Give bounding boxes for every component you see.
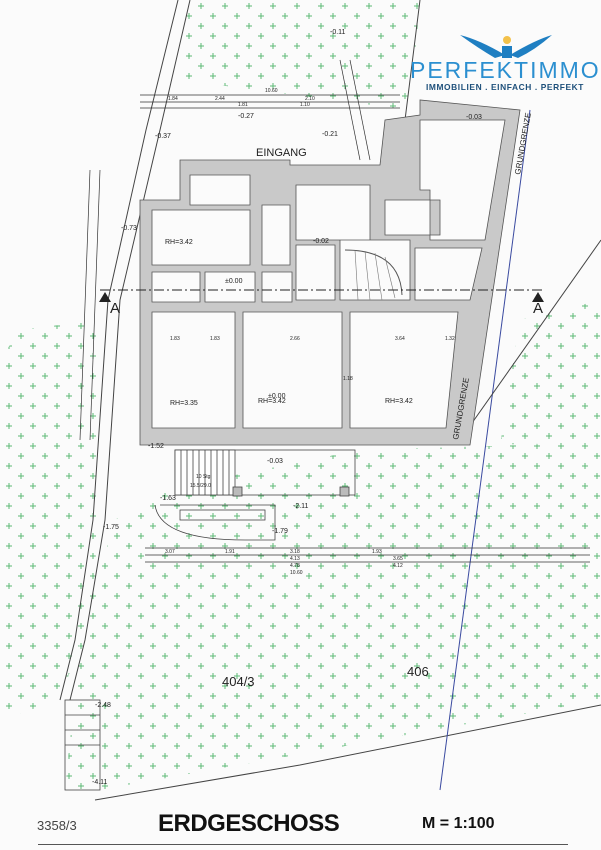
parcel-label: 404/3	[222, 674, 255, 689]
dimension-text: 10.60	[290, 570, 303, 576]
dimension-text: 3.18	[290, 549, 300, 555]
building	[139, 99, 521, 446]
room-height: RH=3.35	[170, 400, 198, 407]
level-marker: ±0.00	[225, 278, 243, 285]
dimension-text: 4.12	[393, 563, 403, 569]
logo-name: PERFEKTIMMO	[410, 57, 601, 83]
dimension-text: 1.18	[343, 376, 353, 382]
dimension-text: 1.10	[300, 102, 310, 108]
plan-title: ERDGESCHOSS	[158, 810, 340, 837]
room-height: RH=3.42	[258, 398, 286, 405]
level-marker: -0.21	[322, 131, 338, 138]
dimension-text: 1.83	[210, 336, 220, 342]
dimension-text: 2.66	[290, 336, 300, 342]
parcel-label: 406	[407, 664, 429, 679]
dimension-texts: 10.60 1.84 2.44 2.10 1.81 1.10 3.07 1.91…	[165, 88, 455, 576]
garden-main	[65, 440, 601, 790]
room-height: RH=3.42	[165, 239, 193, 246]
dimension-text: 3.07	[165, 549, 175, 555]
dimension-text: 4.13	[290, 556, 300, 562]
section-marker-left: A	[110, 300, 120, 317]
dimension-text: 1.91	[225, 549, 235, 555]
stairs-ratio: 15.5/29.0	[190, 483, 211, 489]
dimension-text: 2.10	[305, 96, 315, 102]
level-marker: -1.52	[148, 443, 164, 450]
dimension-lines-top	[140, 59, 400, 161]
dimension-text: 1.32	[445, 336, 455, 342]
dimension-lines-bottom	[79, 169, 590, 563]
logo-wings-icon	[460, 35, 552, 58]
room-height: RH=3.42	[385, 398, 413, 405]
level-marker: -0.73	[121, 225, 137, 232]
section-line: A A	[99, 289, 545, 317]
dimension-text: 3.65	[393, 556, 403, 562]
terrace	[64, 449, 356, 791]
dimension-text: 2.44	[215, 96, 225, 102]
brand-logo: PERFEKTIMMO IMMOBILIEN . EINFACH . PERFE…	[410, 28, 600, 92]
level-marker: -0.37	[155, 133, 171, 140]
garden-right	[500, 300, 601, 445]
entrance-label: EINGANG	[256, 147, 307, 159]
level-marker: -1.79	[272, 528, 288, 535]
level-marker: -1.75	[103, 524, 119, 531]
dimension-text: 3.64	[395, 336, 405, 342]
dimension-text: 1.93	[372, 549, 382, 555]
dimension-text: 1.81	[238, 102, 248, 108]
dimension-text: 4.78	[290, 563, 300, 569]
plan-scale: M = 1:100	[422, 815, 495, 832]
level-marker: -1.63	[160, 495, 176, 502]
level-marker: ±0.00	[268, 393, 286, 400]
level-marker: -2.48	[95, 702, 111, 709]
section-marker-right: A	[533, 300, 543, 317]
dimension-text: 10.60	[265, 88, 278, 94]
garden-top	[180, 0, 420, 110]
garden-left	[0, 320, 100, 720]
level-marker: -0.11	[330, 29, 346, 36]
level-markers: -0.11 -0.27 -0.37 -0.21 -0.03 -0.73 ±0.0…	[92, 29, 482, 786]
stairs-steps: 10 Stg	[196, 474, 211, 480]
logo-tagline: IMMOBILIEN . EINFACH . PERFEKT	[425, 82, 585, 92]
dimension-text: 1.83	[170, 336, 180, 342]
level-marker: -2.11	[293, 503, 309, 510]
level-marker: -0.03	[466, 114, 482, 121]
level-marker: -4.11	[92, 779, 108, 786]
level-marker: -0.02	[313, 238, 329, 245]
parcel-label: 3358/3	[37, 818, 77, 833]
bottom-rule	[38, 844, 568, 845]
level-marker: -0.03	[267, 458, 283, 465]
level-marker: -0.27	[238, 113, 254, 120]
dimension-text: 1.84	[168, 96, 178, 102]
